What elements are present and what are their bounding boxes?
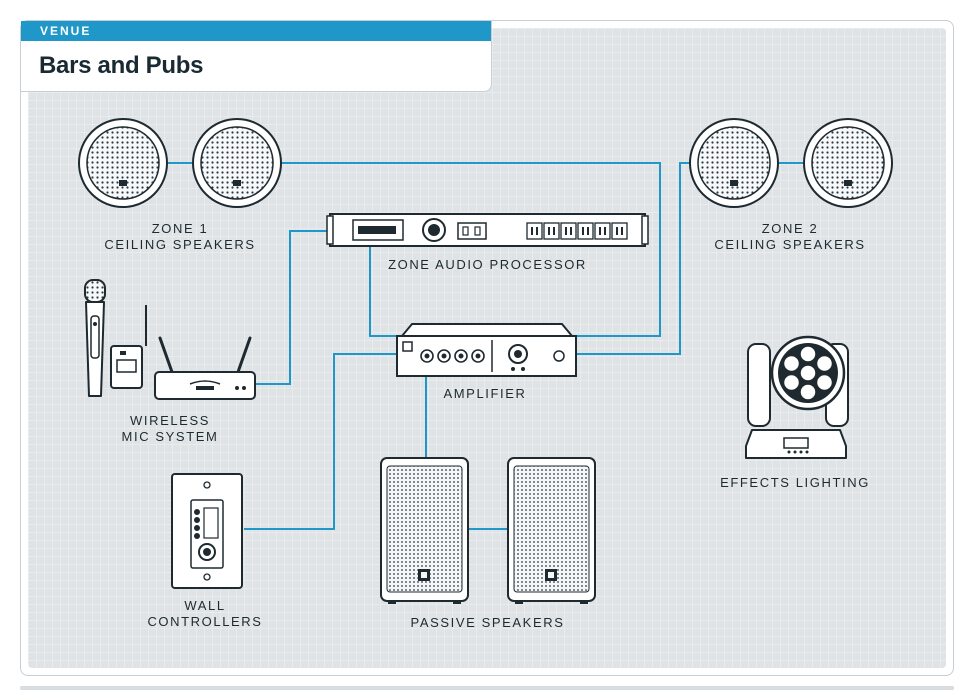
zone1-speaker-1 [78,118,168,208]
wire-processor-amp [369,246,402,337]
wire-wall-amp [244,353,402,530]
zone2-speaker-2 [803,118,893,208]
mic-label-line2: MIC SYSTEM [121,429,219,444]
venue-tag: VENUE [40,24,92,38]
wall-label-line2: CONTROLLERS [147,614,263,629]
amplifier [396,323,577,377]
mic-label-line1: WIRELESS [130,413,210,428]
wire-mic-processor [255,230,330,385]
mic-label: WIRELESS MIC SYSTEM [100,413,240,445]
zone2-label-line2: CEILING SPEAKERS [714,237,866,252]
zone1-label-line1: ZONE 1 [151,221,209,236]
processor-label: ZONE AUDIO PROCESSOR [388,257,587,272]
lighting-label: EFFECTS LIGHTING [720,475,870,490]
connection-lines [160,162,806,530]
venue-bar [21,21,491,41]
page-title: Bars and Pubs [39,52,204,79]
wall-label-line1: WALL [184,598,226,613]
wireless-mic-system [84,279,256,400]
wire-zone2-ceiling [572,162,806,355]
passive-speaker-1 [380,457,469,604]
passive-speaker-2 [507,457,596,604]
zone2-label: ZONE 2 CEILING SPEAKERS [710,221,870,253]
zone1-label-line2: CEILING SPEAKERS [104,237,256,252]
card-shadow [20,686,954,690]
zone2-label-line1: ZONE 2 [761,221,819,236]
amplifier-label: AMPLIFIER [443,386,527,401]
zone2-speaker-1 [689,118,779,208]
zone1-label: ZONE 1 CEILING SPEAKERS [100,221,260,253]
wall-controller [171,473,243,589]
zone1-speaker-2 [192,118,282,208]
passive-label: PASSIVE SPEAKERS [410,615,565,630]
zone-audio-processor [326,213,649,247]
effects-light [745,335,849,459]
wall-label: WALL CONTROLLERS [135,598,275,630]
